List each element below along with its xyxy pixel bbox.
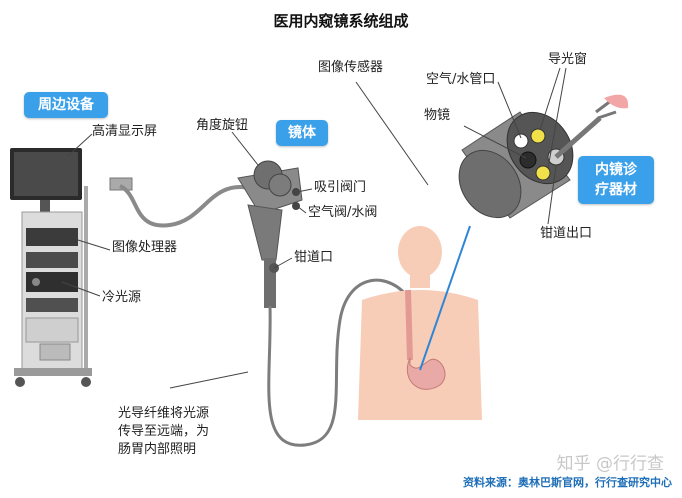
distal-tip (458, 94, 629, 219)
image-processor-unit (26, 228, 78, 246)
diagram-title: 医用内窥镜系统组成 (273, 12, 409, 30)
air-water-valve-label: 空气阀/水阀 (308, 205, 378, 220)
note-line-3: 肠胃内部照明 (118, 442, 197, 457)
channel-outlet-label: 钳道出口 (540, 226, 593, 241)
suction-valve-label: 吸引阀门 (314, 180, 367, 195)
nozzle-dot (513, 133, 529, 149)
instrument-badge-line-1: 内镜诊 (595, 162, 637, 178)
angle-knob-label: 角度旋钮 (196, 118, 249, 133)
light-source-label: 冷光源 (102, 290, 142, 305)
monitor-label: 高清显示屏 (92, 124, 158, 139)
umbilical-cable (118, 184, 251, 228)
stomach-shape (406, 357, 446, 390)
image-sensor-label: 图像传感器 (318, 60, 384, 75)
light-guide-note: 光导纤维将光源 传导至远端，为 肠胃内部照明 (118, 405, 209, 459)
objective-lens-label: 物镜 (424, 108, 451, 123)
channel-port-label: 钳道口 (294, 250, 334, 265)
instrument-badge: 内镜诊 疗器材 (578, 156, 654, 204)
torso-figure (358, 226, 482, 420)
equipment-cart (10, 148, 133, 387)
note-line-1: 光导纤维将光源 (118, 406, 210, 421)
light-source-unit (26, 272, 78, 292)
scope-badge: 镜体 (276, 120, 328, 146)
processor-label: 图像处理器 (112, 240, 178, 255)
fiber-pointer (419, 225, 471, 371)
peripheral-badge: 周边设备 (24, 92, 108, 118)
instrument-badge-line-2: 疗器材 (595, 182, 637, 198)
leader-lines (61, 67, 567, 389)
scope-body (237, 160, 303, 308)
air-water-nozzle-label: 空气/水管口 (426, 72, 496, 87)
light-guide-window-label: 导光窗 (548, 52, 588, 67)
tissue-sample (604, 94, 629, 109)
note-line-2: 传导至远端，为 (118, 424, 210, 439)
watermark: 知乎 @行行查 (556, 454, 664, 474)
source-note: 资料来源：奥林巴斯官网，行行查研究中心 (463, 476, 672, 489)
